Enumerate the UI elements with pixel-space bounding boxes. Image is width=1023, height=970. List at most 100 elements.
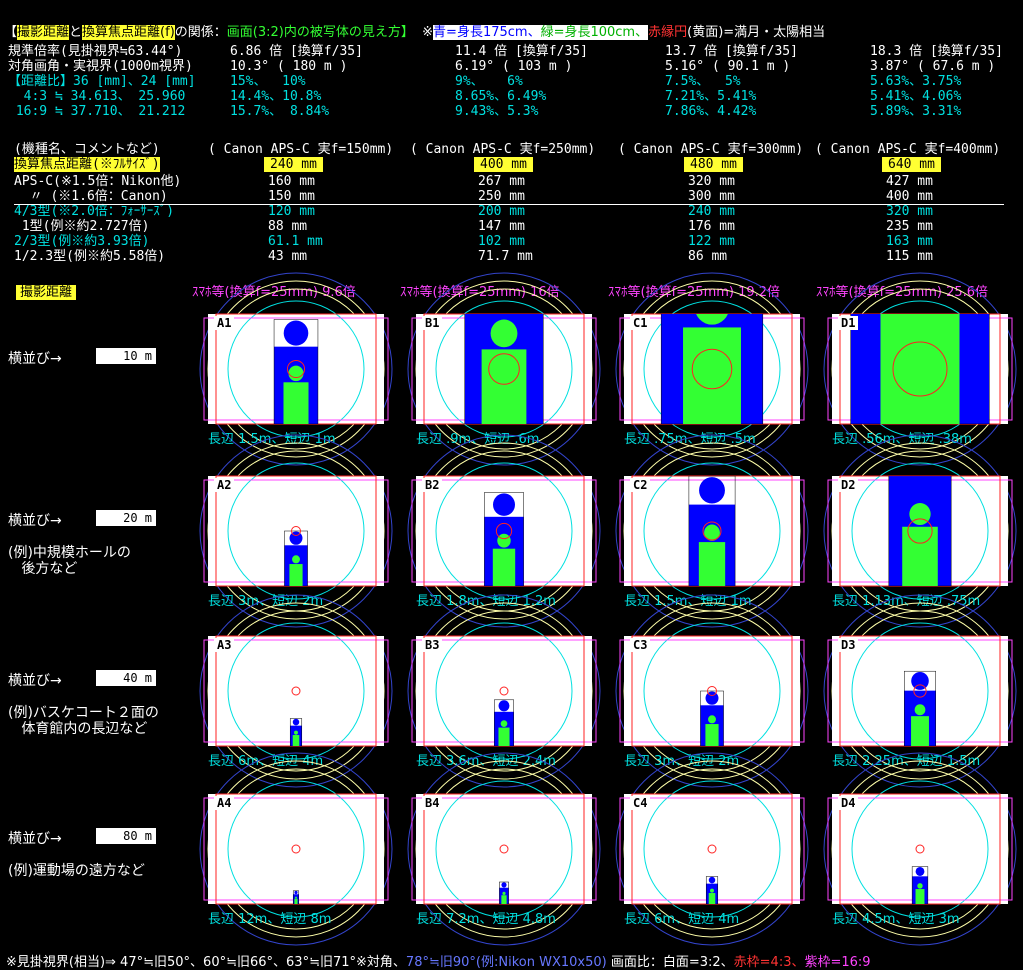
- sensor-value: 61.1 mm: [268, 234, 323, 249]
- col-head: ｽﾏﾎ等(換算f=25mm) 19.2倍: [608, 285, 781, 300]
- cell-tag: D1: [838, 316, 859, 330]
- stats-value: 6.19° ( 103 m ): [455, 59, 573, 74]
- stats-value: 5.16° ( 90.1 m ): [665, 59, 791, 74]
- model-col-header: ( Canon APS-C 実f=300mm): [618, 142, 804, 157]
- frame-cell: D4: [823, 752, 1023, 960]
- cell-tag: C4: [630, 796, 651, 810]
- distance-value: 80 m: [96, 828, 156, 844]
- shoot-distance-label: 撮影距離: [16, 285, 77, 300]
- stats-value: 5.63%、3.75%: [870, 74, 962, 89]
- footer: ※見掛視界(相当)⇒ 47°≒旧50°、60°≒旧66°、63°≒旧71°※対角…: [6, 940, 871, 970]
- sensor-label: 1型(例※約2.727倍): [14, 219, 150, 234]
- footer-part2: 78°≒旧90°(例:Nikon WX10x50): [405, 955, 607, 970]
- frame-cell: C3: [615, 594, 826, 802]
- side-label: 横並び→: [8, 513, 62, 529]
- sensor-value: 163 mm: [886, 234, 933, 249]
- sensor-value: 150 mm: [268, 189, 315, 204]
- sensor-value: 300 mm: [688, 189, 735, 204]
- cell-tag: A3: [214, 638, 235, 652]
- stats-value: 7.21%、5.41%: [665, 89, 757, 104]
- frame-cell: D1: [823, 272, 1023, 480]
- frame-cell: C2: [615, 434, 826, 642]
- stats-value: 14.4%、10.8%: [230, 89, 322, 104]
- divider: [14, 204, 1004, 205]
- frame-cell: A1: [199, 272, 410, 480]
- cell-caption: 長辺 .56m、短辺 .38m: [832, 432, 972, 447]
- stats-value: 7.86%、4.42%: [665, 104, 757, 119]
- frame-cell: D2: [823, 434, 1023, 642]
- sensor-value: 147 mm: [478, 219, 525, 234]
- cell-tag: B2: [422, 478, 443, 492]
- cell-tag: C3: [630, 638, 651, 652]
- model-col-header: ( Canon APS-C 実f=400mm): [815, 142, 1001, 157]
- cell-caption: 長辺 3.6m、短辺 2.4m: [416, 754, 556, 769]
- sensor-value: 160 mm: [268, 174, 315, 189]
- cell-caption: 長辺 1.13m、短辺 .75m: [832, 594, 981, 609]
- sensor-value: 71.7 mm: [478, 249, 533, 264]
- stats-row-label: 【距離比】36 [mm]、24 [mm]: [8, 74, 196, 89]
- side-label: 横並び→: [8, 351, 62, 367]
- frame-cell: B3: [407, 594, 618, 802]
- frame-cell: A3: [199, 594, 410, 802]
- sensor-value: 102 mm: [478, 234, 525, 249]
- sensor-value: 200 mm: [478, 204, 525, 219]
- stats-value: 11.4 倍 [換算f/35]: [455, 44, 588, 59]
- distance-value: 20 m: [96, 510, 156, 526]
- sensor-value: 250 mm: [478, 189, 525, 204]
- header-yellow-note: (黄面)=満月・太陽相当: [687, 25, 826, 40]
- stats-value: 7.5%、 5%: [665, 74, 741, 89]
- stats-row-label: 規準倍率(見掛視界≒63.44°): [8, 44, 183, 59]
- header-shoot-distance: 撮影距離: [17, 25, 70, 40]
- conv-focal-value: 480 mm: [684, 157, 743, 172]
- row-note: (例)中規模ホールの: [8, 545, 131, 561]
- cell-tag: B4: [422, 796, 443, 810]
- cell-tag: D2: [838, 478, 859, 492]
- cell-caption: 長辺 7.2m、短辺 4.8m: [416, 912, 556, 927]
- sensor-label: 1/2.3型(例※約5.58倍): [14, 249, 166, 264]
- cell-tag: C1: [630, 316, 651, 330]
- cell-caption: 長辺 3m、短辺 2m: [624, 754, 740, 769]
- distance-value: 40 m: [96, 670, 156, 686]
- stats-value: 10.3° ( 180 m ): [230, 59, 348, 74]
- cell-caption: 長辺 6m、短辺 4m: [624, 912, 740, 927]
- stats-value: 8.65%、6.49%: [455, 89, 547, 104]
- cell-caption: 長辺 2.25m、短辺 1.5m: [832, 754, 981, 769]
- stats-value: 15%、 10%: [230, 74, 306, 89]
- frame-cell: A2: [199, 434, 410, 642]
- cell-tag: B1: [422, 316, 443, 330]
- frame-cell: A4: [199, 752, 410, 960]
- models-header-label: (機種名、コメントなど): [14, 142, 160, 157]
- header-ref: ※: [422, 25, 434, 40]
- stats-row-label: 16:9 ≒ 37.710、 21.212: [8, 104, 186, 119]
- page-header: 【撮影距離と換算焦点距離(f)の関係：画面(3:2)内の被写体の見え方】 ※青=…: [4, 10, 825, 40]
- row-note: (例)バスケコート２面の: [8, 705, 159, 721]
- header-green-note: 緑=身長100cm、: [540, 25, 649, 40]
- sensor-value: 176 mm: [688, 219, 735, 234]
- sensor-label: 2/3型(例※約3.93倍): [14, 234, 150, 249]
- side-label: 横並び→: [8, 673, 62, 689]
- frame-cell: C4: [615, 752, 826, 960]
- cell-tag: A4: [214, 796, 235, 810]
- stats-value: 6.86 倍 [換算f/35]: [230, 44, 363, 59]
- frame-cell: C1: [615, 272, 826, 480]
- sensor-label: 4/3型(※2.0倍：ﾌｫｰｻｰｽﾞ): [14, 204, 175, 219]
- stats-value: 9%、 6%: [455, 74, 523, 89]
- footer-part5: 紫枠=16:9: [804, 955, 871, 970]
- frame-cell: D3: [823, 594, 1023, 802]
- conv-focal-label: 換算焦点距離(※ﾌﾙｻｲｽﾞ): [14, 157, 160, 172]
- footer-part4: 赤枠=4:3、: [733, 955, 805, 970]
- cell-tag: C2: [630, 478, 651, 492]
- row-note: 後方など: [8, 561, 78, 577]
- header-conv-focal: 換算焦点距離(f): [82, 25, 175, 40]
- sensor-value: 88 mm: [268, 219, 308, 234]
- row-note: (例)運動場の遠方など: [8, 863, 145, 879]
- stats-value: 5.41%、4.06%: [870, 89, 962, 104]
- sensor-value: 120 mm: [268, 204, 315, 219]
- cell-caption: 長辺 1.5m、短辺 1m: [624, 594, 752, 609]
- cell-tag: D4: [838, 796, 859, 810]
- stats-value: 5.89%、3.31%: [870, 104, 962, 119]
- sensor-label: 〃 (※1.6倍：Canon): [14, 189, 168, 204]
- stats-row-label: 4:3 ≒ 34.613、 25.960: [8, 89, 186, 104]
- model-col-header: ( Canon APS-C 実f=250mm): [410, 142, 596, 157]
- cell-caption: 長辺 12m、短辺 8m: [208, 912, 332, 927]
